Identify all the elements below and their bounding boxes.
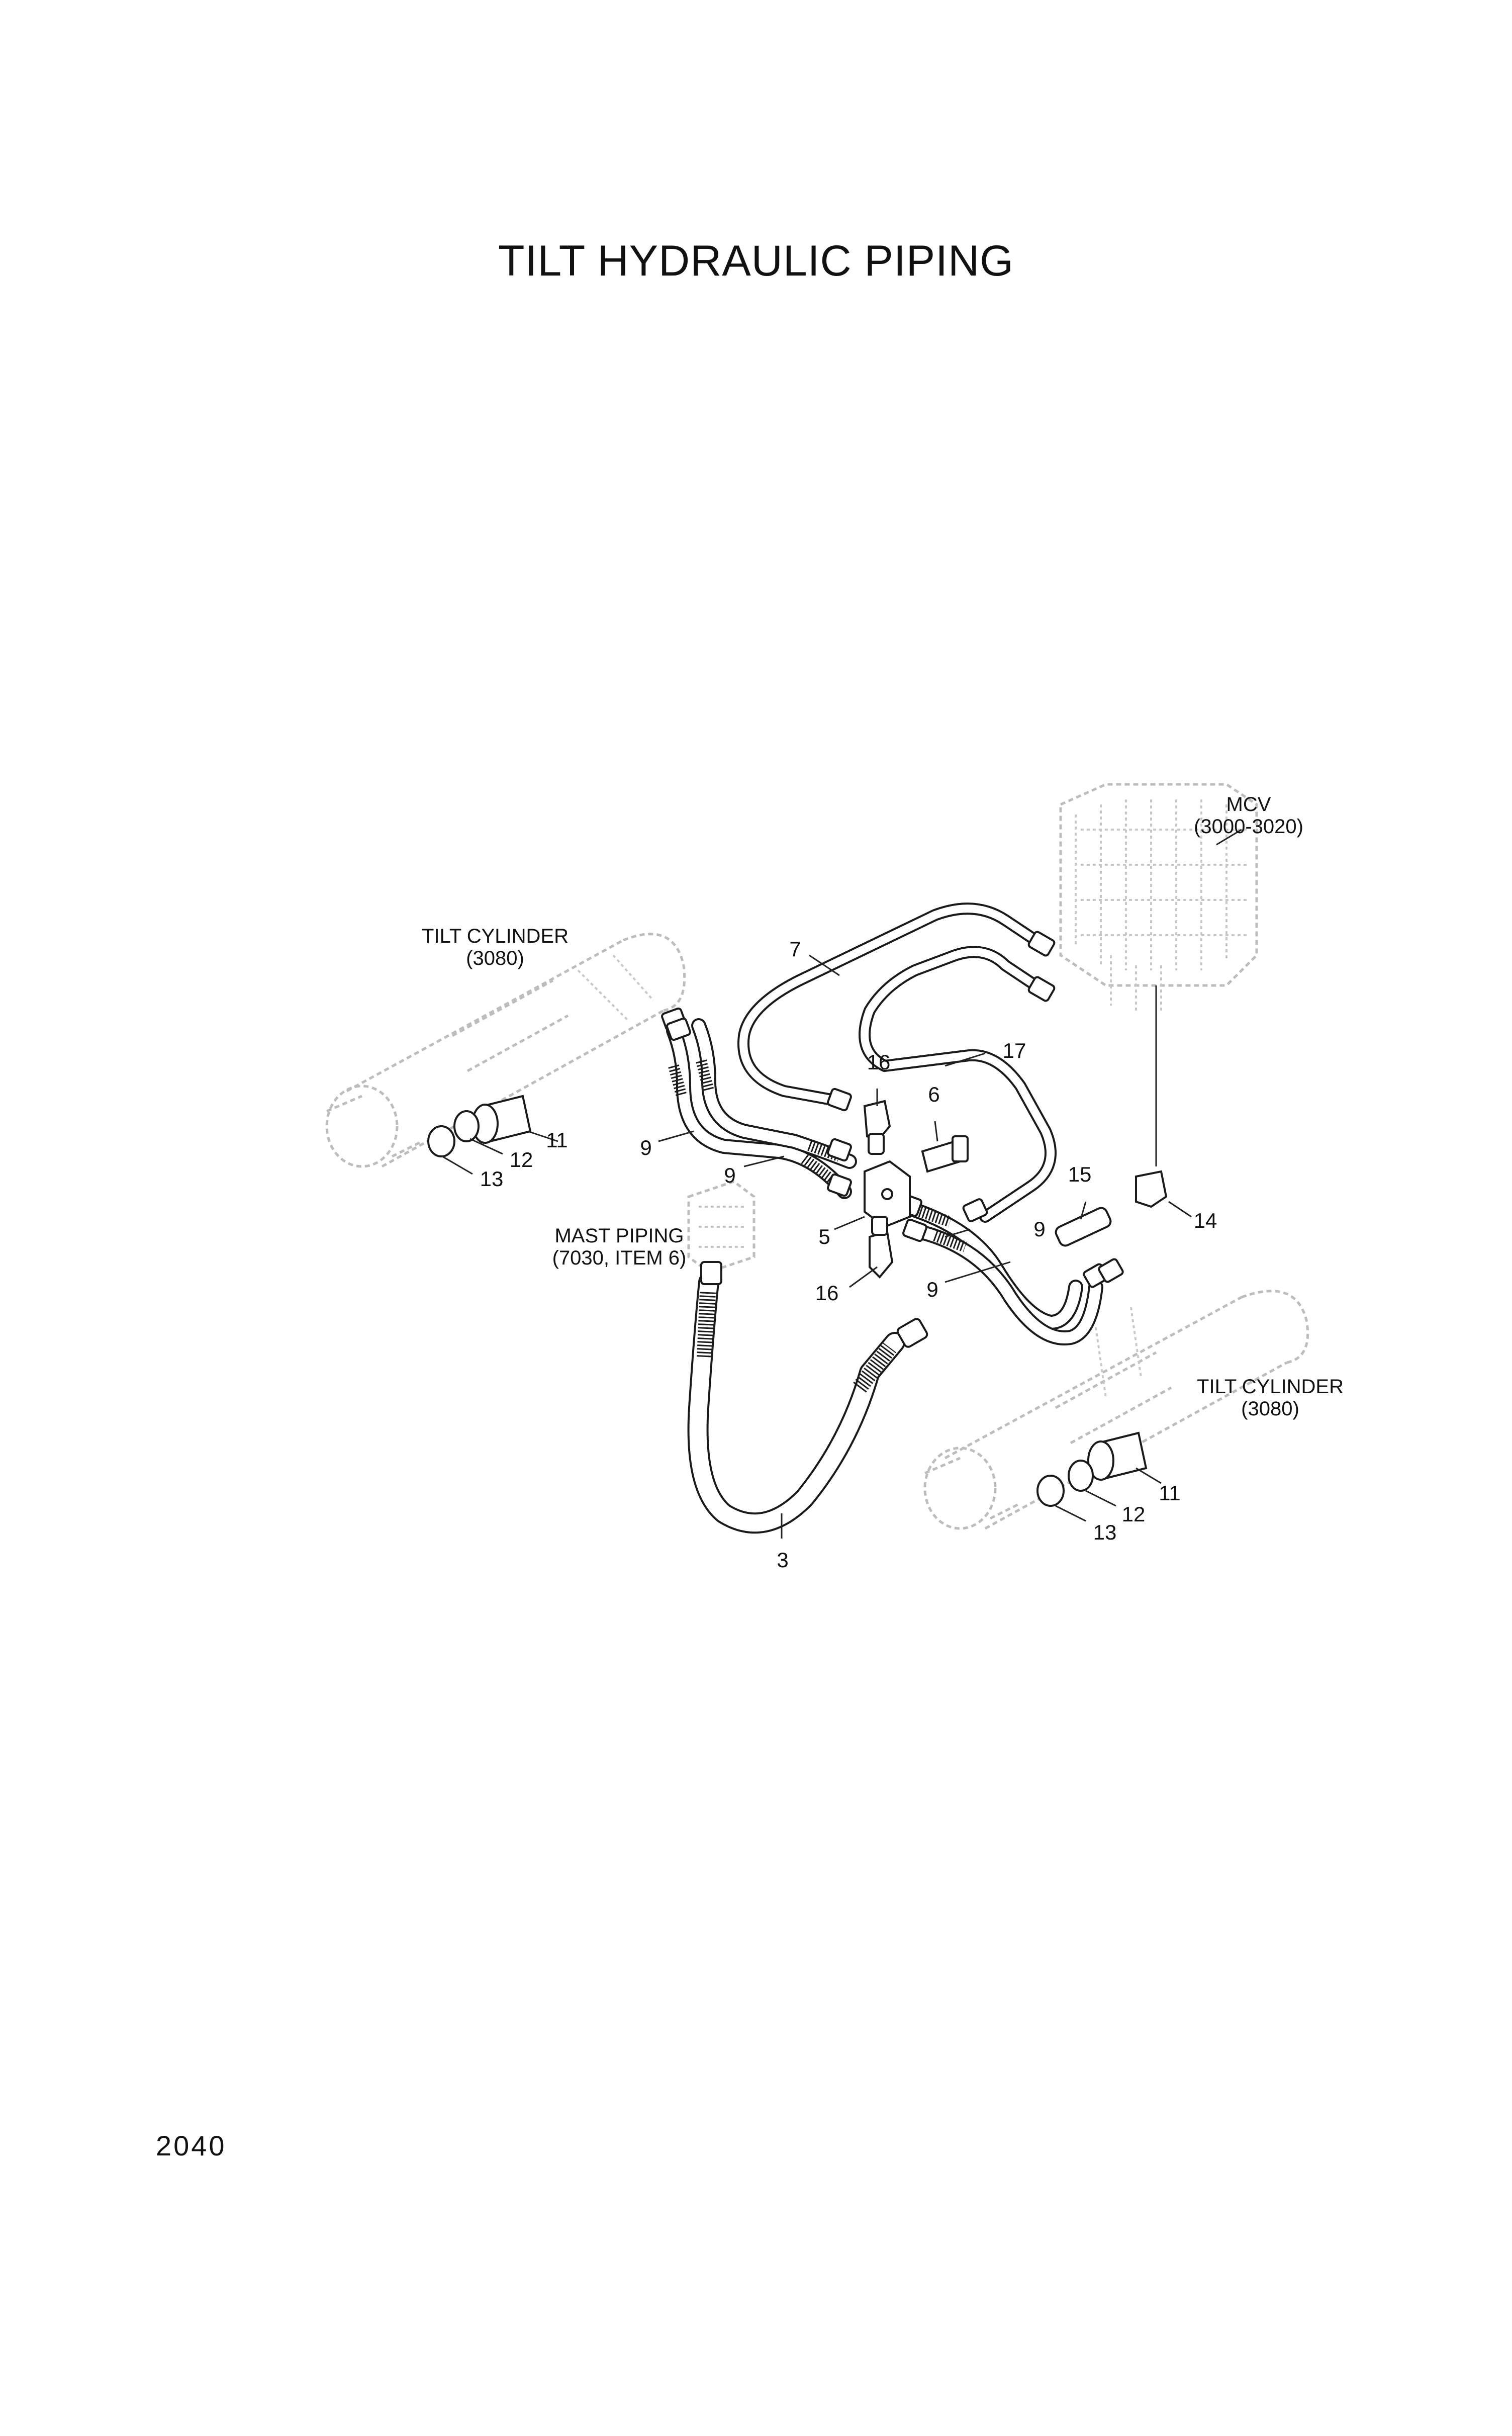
elbow-14 (1135, 985, 1168, 1208)
callout-9-d: 9 (926, 1278, 938, 1301)
callout-17: 17 (1002, 1039, 1026, 1062)
callout-14: 14 (1193, 1209, 1217, 1232)
page-title: TILT HYDRAULIC PIPING (498, 237, 1014, 285)
pipe-17 (859, 946, 1057, 1223)
callout-12-left: 12 (509, 1148, 533, 1171)
callout-11-right: 11 (1159, 1481, 1181, 1505)
mcv-ghost (1059, 783, 1258, 1011)
tilt-cylinder-right-label: TILT CYLINDER (3080) (1197, 1376, 1344, 1420)
seals-right (1036, 1431, 1148, 1507)
mast-piping-ghost (687, 1180, 755, 1274)
manifold-block-5 (864, 1160, 911, 1228)
callout-5: 5 (818, 1225, 830, 1248)
hose-9-right-pair (897, 1199, 1103, 1345)
callout-7: 7 (789, 937, 801, 961)
callout-13-right: 13 (1093, 1520, 1117, 1544)
fitting-6 (921, 1135, 969, 1173)
callout-11-left: 11 (546, 1128, 568, 1152)
callout-9-b: 9 (724, 1163, 736, 1187)
callout-16-lower: 16 (815, 1281, 839, 1305)
mcv-label: MCV (3000-3020) (1194, 793, 1303, 838)
part-15 (1055, 1207, 1112, 1247)
elbow-16-lower (869, 1216, 894, 1279)
callout-12-right: 12 (1121, 1502, 1146, 1526)
callout-13-left: 13 (480, 1167, 504, 1191)
leader-lines (442, 829, 1242, 1539)
callout-9-a: 9 (640, 1136, 652, 1159)
callout-16-upper: 16 (867, 1050, 891, 1074)
hose-9-left-pair (666, 1018, 857, 1199)
callout-3: 3 (777, 1548, 789, 1572)
callout-9-c: 9 (1033, 1217, 1046, 1241)
fittings (661, 931, 1124, 1348)
callout-6: 6 (928, 1082, 940, 1106)
callout-15: 15 (1068, 1162, 1092, 1186)
mast-piping-label: MAST PIPING (7030, ITEM 6) (552, 1225, 687, 1269)
tilt-cylinder-left-label: TILT CYLINDER (3080) (422, 925, 569, 969)
pipe-7 (737, 903, 1042, 1107)
hose-3 (687, 1272, 905, 1534)
elbow-16-upper (863, 1100, 891, 1155)
seals-left (427, 1095, 532, 1157)
page-number: 2040 (156, 2130, 227, 2161)
